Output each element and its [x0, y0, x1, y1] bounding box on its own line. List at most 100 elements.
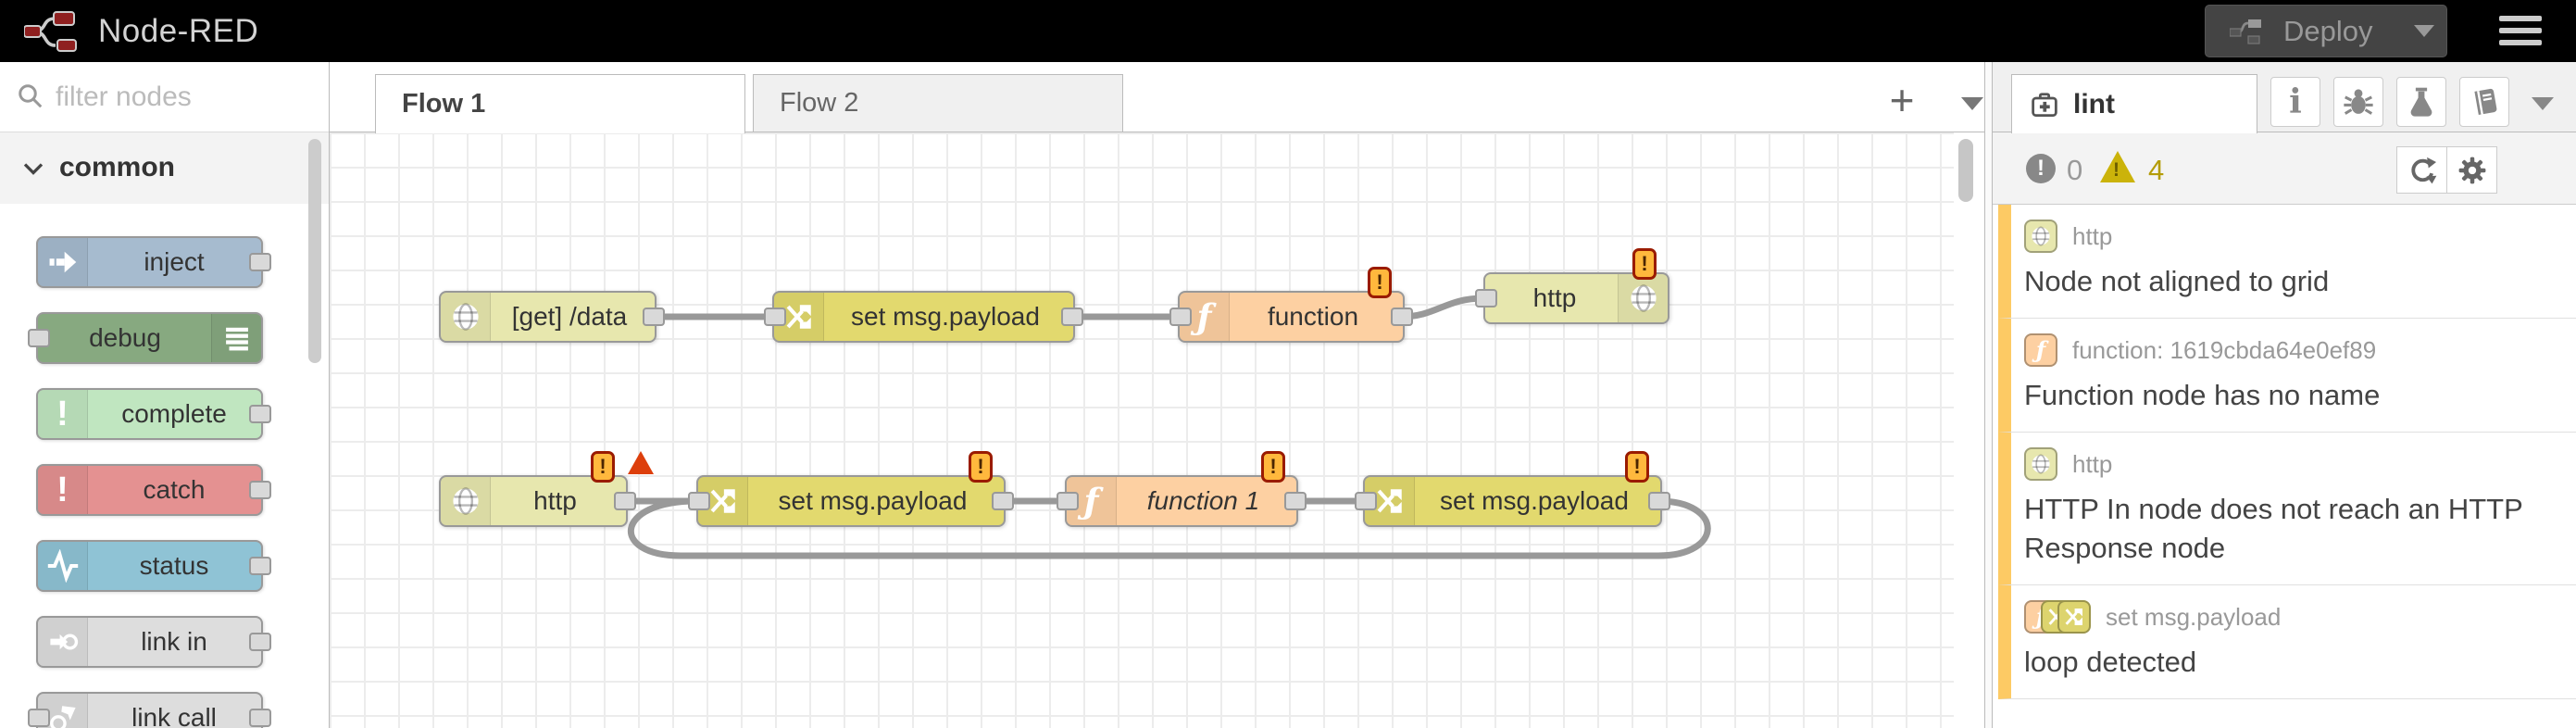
node-output-port[interactable]: [249, 481, 271, 499]
warning-badge: !: [1261, 451, 1285, 483]
palette-category-common[interactable]: common: [0, 132, 329, 204]
palette-node-label: catch: [143, 475, 206, 504]
node-label: set msg.payload: [1440, 486, 1629, 515]
sidebar-tab-help-button[interactable]: [2459, 77, 2509, 127]
error-count: 0: [2067, 154, 2083, 186]
palette-node-catch[interactable]: ! catch: [36, 464, 271, 516]
issue-message: HTTP In node does not reach an HTTP Resp…: [2024, 493, 2523, 564]
warning-count: 4: [2148, 154, 2165, 186]
node-output-port[interactable]: [249, 633, 271, 651]
flow-node-http-in-get-data[interactable]: [get] /data: [439, 291, 665, 343]
sidebar-tab-label: lint: [2073, 88, 2115, 119]
add-flow-button[interactable]: +: [1889, 76, 1915, 124]
main-menu-button[interactable]: [2499, 16, 2542, 52]
palette-node-complete[interactable]: !complete: [36, 388, 271, 440]
filter-nodes-input[interactable]: [54, 73, 307, 121]
palette-node-link-call[interactable]: link call: [28, 692, 271, 728]
flow-node-change-1[interactable]: set msg.payload: [764, 291, 1083, 343]
change-icon: [2057, 600, 2091, 634]
tab-flow-1[interactable]: Flow 1: [375, 74, 745, 133]
excl-icon: !: [38, 466, 88, 514]
wire[interactable]: [627, 497, 1711, 559]
node-label: [get] /data: [511, 302, 628, 331]
sidebar-splitter[interactable]: [1984, 62, 1993, 728]
wire[interactable]: [1397, 295, 1487, 320]
flow-list-caret-icon[interactable]: [1961, 97, 1983, 110]
node-label: http: [533, 486, 577, 515]
flow-node-change-2[interactable]: set msg.payload!: [688, 451, 1014, 527]
issue-node-label: set msg.payload: [2106, 602, 2282, 631]
info-icon: i: [2289, 82, 2302, 121]
node-label: http: [1532, 283, 1577, 312]
sidebar-tabs-caret-icon[interactable]: [2532, 97, 2554, 110]
issue-node-label: http: [2072, 221, 2113, 250]
node-output-port[interactable]: [1284, 492, 1307, 510]
warning-badge: !: [1625, 451, 1649, 483]
refresh-icon: [2410, 157, 2436, 183]
palette: common inject debug !complete! catch status l…: [0, 62, 330, 728]
palette-node-label: link in: [141, 627, 207, 656]
palette-node-inject[interactable]: inject: [36, 236, 271, 288]
palette-node-debug[interactable]: debug: [28, 312, 263, 364]
node-input-port[interactable]: [1169, 308, 1192, 326]
palette-node-link-in[interactable]: link in: [36, 616, 271, 668]
header: Node-RED Deploy: [0, 0, 2576, 62]
lint-actions: [2396, 146, 2497, 194]
node-output-port[interactable]: [614, 492, 636, 510]
sidebar-tab-debug-button[interactable]: [2333, 77, 2383, 127]
sidebar-tab-info-button[interactable]: i: [2270, 77, 2320, 127]
canvas-grid: [330, 132, 1954, 728]
node-input-port[interactable]: [1475, 289, 1497, 308]
medkit-icon: [2032, 92, 2057, 117]
issue-message: Node not aligned to grid: [2024, 265, 2330, 297]
node-input-port[interactable]: [688, 492, 710, 510]
node-input-port[interactable]: [1057, 492, 1079, 510]
excl-icon: !: [38, 390, 88, 438]
node-output-port[interactable]: [249, 253, 271, 271]
chevron-down-icon: [23, 163, 44, 175]
node-input-port[interactable]: [1355, 492, 1377, 510]
warning-count-icon: !: [2100, 151, 2135, 182]
palette-items: inject debug !complete! catch status link in l…: [0, 236, 306, 728]
deploy-button[interactable]: Deploy: [2205, 5, 2447, 57]
node-input-port[interactable]: [28, 329, 50, 347]
flow-node-change-3[interactable]: set msg.payload!: [1355, 451, 1670, 527]
node-output-port[interactable]: [1648, 492, 1670, 510]
node-output-port[interactable]: [1391, 308, 1413, 326]
sidebar-tabbar: lint i: [1993, 62, 2576, 133]
palette-scrollbar[interactable]: [308, 139, 321, 363]
issue-node-label: function: 1619cbda64e0ef89: [2072, 335, 2377, 364]
lint-summary-bar: ! 0 ! 4: [1993, 132, 2576, 205]
function-icon: ƒ: [2024, 333, 2057, 367]
node-output-port[interactable]: [249, 709, 271, 727]
node-output-port[interactable]: [249, 557, 271, 575]
flow-node-http-in-2[interactable]: http!: [439, 451, 654, 527]
sidebar-tab-lint[interactable]: lint: [2011, 74, 2257, 133]
node-output-port[interactable]: [643, 308, 665, 326]
lint-refresh-button[interactable]: [2396, 146, 2447, 194]
deploy-options-caret-icon[interactable]: [2413, 25, 2434, 37]
node-output-port[interactable]: [249, 405, 271, 423]
deploy-label: Deploy: [2283, 14, 2373, 47]
canvas-vertical-scrollbar[interactable]: [1958, 139, 1973, 202]
flask-icon: [2410, 87, 2432, 117]
tab-flow-2[interactable]: Flow 2: [753, 74, 1123, 132]
node-input-port[interactable]: [764, 308, 786, 326]
palette-node-label: status: [139, 551, 209, 580]
inject-icon: [38, 238, 88, 286]
flow-node-http-response[interactable]: http!: [1475, 248, 1669, 324]
sidebar-tab-test-button[interactable]: [2396, 77, 2446, 127]
node-output-port[interactable]: [992, 492, 1014, 510]
node-output-port[interactable]: [1061, 308, 1083, 326]
palette-node-status[interactable]: status: [36, 540, 271, 592]
lint-settings-button[interactable]: [2446, 146, 2497, 194]
node-input-port[interactable]: [28, 709, 50, 727]
